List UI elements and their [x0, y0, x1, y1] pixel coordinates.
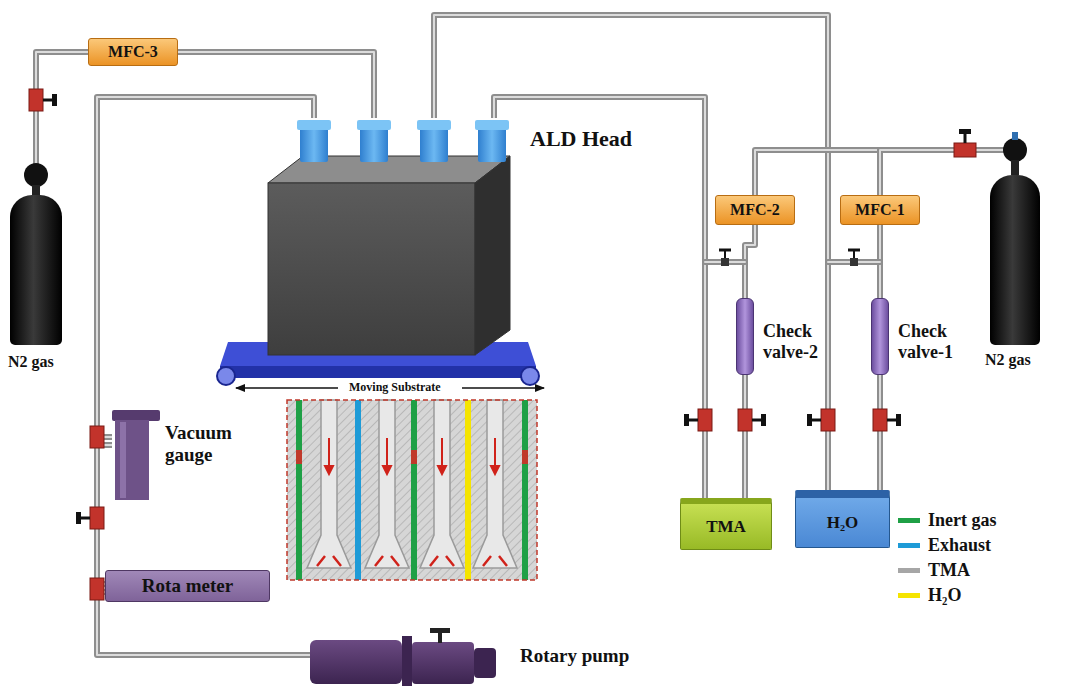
pipe-core — [494, 97, 705, 498]
gas-cylinder: N2 gas — [990, 175, 1040, 345]
label-holder: Vacuum gauge — [165, 422, 249, 466]
node-label: N2 gas — [8, 353, 54, 371]
pipe-wall — [494, 97, 705, 498]
legend-row: H₂O — [898, 583, 997, 608]
gas-pipe — [434, 15, 828, 490]
valve — [954, 129, 976, 157]
valve — [90, 426, 104, 448]
valve — [29, 89, 57, 111]
pipe-core — [744, 375, 746, 498]
label-holder: Check valve-2 — [763, 321, 825, 362]
gas-pipe — [880, 375, 881, 490]
gas-pipe — [494, 97, 705, 498]
label-holder: N2 gas — [8, 353, 54, 371]
rotameter: Rota meter — [105, 570, 270, 602]
gas-pipe — [178, 52, 374, 118]
node-label: MFC-1 — [855, 201, 905, 219]
rotary-pump: Rotary pump — [310, 628, 500, 686]
pipe-wall — [742, 375, 748, 498]
vacuum-gauge: Vacuum gauge — [112, 410, 160, 500]
bypass-valve — [719, 250, 731, 266]
valve — [873, 409, 901, 431]
pipe-core — [434, 15, 828, 490]
check-valve: Check valve-2 — [736, 298, 754, 375]
node-label: ALD Head — [530, 126, 632, 151]
node-label: MFC-2 — [730, 201, 780, 219]
precursor-canister: TMA — [680, 498, 772, 550]
valve — [90, 578, 104, 600]
node-label: H₂O — [827, 513, 859, 533]
legend-text: TMA — [928, 560, 970, 581]
node-label: MFC-3 — [108, 43, 158, 61]
node-label: Vacuum gauge — [165, 422, 249, 466]
node-label: Check valve-2 — [763, 321, 825, 362]
valve — [807, 409, 835, 431]
pipe-core — [178, 52, 374, 118]
head-cross-section — [287, 400, 537, 580]
legend-text: H₂O — [928, 585, 961, 606]
label-holder: ALD Head — [530, 126, 632, 151]
legend-swatch — [898, 568, 920, 573]
gas-regulator — [1003, 132, 1027, 175]
legend-swatch — [898, 518, 920, 523]
legend-row: Inert gas — [898, 508, 997, 533]
pump-shape — [310, 628, 500, 686]
node-label: N2 gas — [985, 351, 1031, 369]
valve — [738, 409, 766, 431]
pipe-wall — [434, 15, 828, 490]
gas-pipe — [745, 375, 746, 498]
node-label: Rotary pump — [520, 645, 629, 667]
legend-swatch — [898, 543, 920, 548]
pipe-wall — [178, 52, 374, 118]
pipe-core — [879, 375, 881, 490]
gas-regulator — [24, 163, 48, 195]
mfc-box: MFC-3 — [88, 38, 178, 66]
legend-row: TMA — [898, 558, 997, 583]
caption-label: Moving Substrate — [346, 380, 444, 395]
mfc-box: MFC-2 — [715, 195, 795, 225]
valve — [76, 507, 104, 529]
legend-row: Exhaust — [898, 533, 997, 558]
valve — [684, 409, 712, 431]
legend-swatch — [898, 593, 920, 598]
pipe-wall — [877, 375, 883, 490]
ald-head: ALD Head — [265, 118, 510, 355]
label-holder: Check valve-1 — [898, 321, 960, 362]
node-label: Rota meter — [142, 575, 233, 597]
label-holder: N2 gas — [985, 351, 1031, 369]
precursor-canister: H₂O — [795, 490, 890, 548]
legend: Inert gasExhaustTMA H₂O — [898, 508, 997, 608]
gas-cylinder: N2 gas — [10, 195, 62, 345]
gauge-shape — [112, 410, 160, 500]
node-label: TMA — [706, 517, 746, 537]
check-valve: Check valve-1 — [871, 298, 889, 375]
legend-text: Inert gas — [928, 510, 997, 531]
ald-head-shape — [265, 118, 510, 355]
mfc-box: MFC-1 — [840, 195, 920, 225]
legend-text: Exhaust — [928, 535, 991, 556]
label-holder: Rotary pump — [520, 645, 629, 667]
bypass-valve — [848, 250, 860, 266]
gas-port — [297, 120, 509, 162]
node-label: Check valve-1 — [898, 321, 960, 362]
